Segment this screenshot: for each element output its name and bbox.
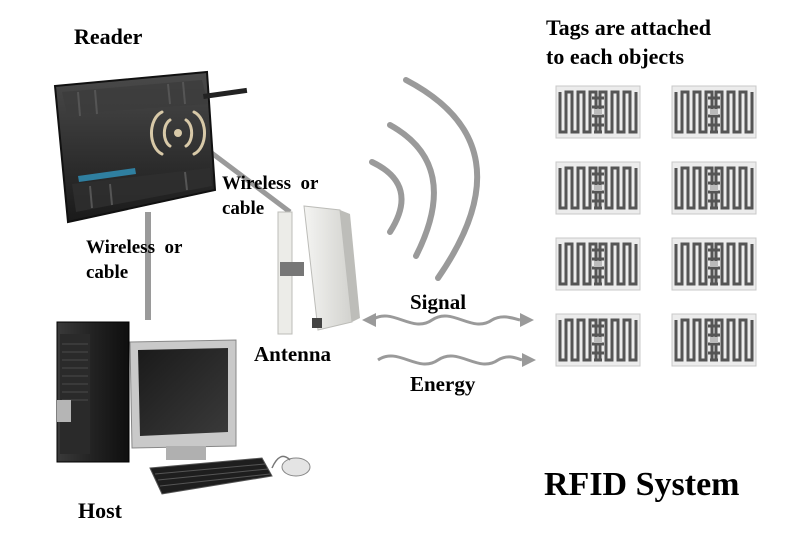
rfid-tag-icon	[671, 85, 757, 139]
tags-caption-line1: Tags are attached	[546, 15, 711, 40]
reader-host-link-line1: Wireless or	[86, 237, 183, 258]
reader-antenna-connector	[203, 146, 292, 214]
reader-label: Reader	[74, 24, 143, 49]
signal-arrow	[362, 313, 534, 327]
antenna-label: Antenna	[254, 342, 332, 366]
radio-wave-icon	[369, 77, 481, 281]
desktop-computer-icon	[56, 321, 311, 495]
reader-antenna-link-line1: Wireless or	[222, 173, 319, 194]
rfid-tag-icon	[671, 161, 757, 215]
energy-arrow	[377, 353, 536, 367]
reader-host-link-label: Wireless or cable	[86, 236, 182, 285]
panel-antenna-icon	[277, 205, 360, 335]
energy-label: Energy	[410, 372, 476, 396]
rfid-tag-icon	[671, 237, 757, 291]
reader-antenna-link-line2: cable	[222, 197, 265, 219]
system-title: RFID System	[544, 466, 740, 503]
rfid-tag-icon	[555, 313, 641, 367]
rfid-tag-icon	[671, 313, 757, 367]
rfid-tag-icon	[555, 85, 641, 139]
rfid-tag-icon	[555, 161, 641, 215]
tags-caption: Tags are attached to each objects	[546, 14, 711, 71]
signal-label: Signal	[410, 290, 467, 314]
rfid-tag-icon	[555, 237, 641, 291]
host-label: Host	[78, 498, 122, 523]
reader-host-link-line2: cable	[86, 261, 129, 283]
reader-antenna-link-label: Wireless or cable	[222, 172, 318, 221]
tags-caption-line2: to each objects	[546, 43, 685, 69]
rfid-reader-icon	[53, 70, 248, 224]
